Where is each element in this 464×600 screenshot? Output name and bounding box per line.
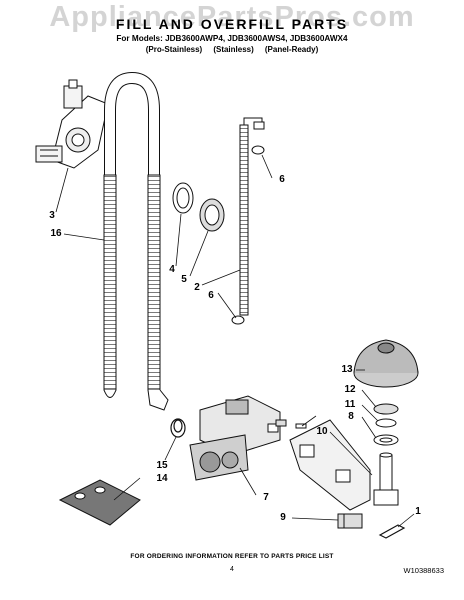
callout-6-bottom: 6	[208, 290, 214, 301]
fill-hose	[239, 117, 265, 316]
callout-3: 3	[49, 210, 55, 221]
model-list: For Models: JDB3600AWP4, JDB3600AWS4, JD…	[116, 34, 348, 43]
callout-12: 12	[344, 384, 356, 395]
callout-7: 7	[263, 492, 269, 503]
leader-lines	[55, 154, 415, 528]
callout-4: 4	[169, 264, 175, 275]
air-gap-bracket	[35, 79, 109, 169]
ordering-note: FOR ORDERING INFORMATION REFER TO PARTS …	[130, 553, 334, 560]
float-washer	[375, 418, 397, 428]
callout-14: 14	[156, 473, 168, 484]
insulation-pad	[58, 479, 141, 526]
drain-hose	[103, 71, 169, 411]
float-cap	[353, 339, 419, 388]
callout-2: 2	[194, 282, 200, 293]
model-variants: (Pro-Stainless) (Stainless) (Panel-Ready…	[145, 45, 319, 54]
document-number: W10388633	[403, 566, 444, 575]
float-nut	[373, 403, 399, 415]
callout-10: 10	[316, 426, 328, 437]
callout-16: 16	[50, 228, 62, 239]
float-stem	[373, 452, 399, 506]
spring-clamp	[170, 418, 186, 438]
hose-nut	[199, 198, 225, 232]
gasket	[172, 182, 194, 214]
water-inlet-valve	[189, 395, 287, 481]
float-switch-bracket	[289, 419, 371, 511]
page-title: FILL AND OVERFILL PARTS	[115, 16, 349, 32]
float-gasket	[373, 434, 399, 446]
hose-clamp-bottom	[231, 315, 245, 325]
hose-clamp-top	[251, 145, 265, 155]
callout-15: 15	[156, 460, 168, 471]
watermark: AppliancePartsPros.com	[49, 1, 415, 33]
float-switch	[337, 513, 363, 529]
callout-1: 1	[415, 506, 421, 517]
callout-5: 5	[181, 274, 187, 285]
page-number: 4	[230, 566, 234, 573]
callout-13: 13	[341, 364, 353, 375]
float-actuator	[378, 524, 406, 539]
callout-9: 9	[280, 512, 286, 523]
callout-11: 11	[344, 399, 356, 410]
callout-8: 8	[348, 411, 354, 422]
mounting-screw	[295, 423, 307, 429]
callout-6-top: 6	[279, 174, 285, 185]
